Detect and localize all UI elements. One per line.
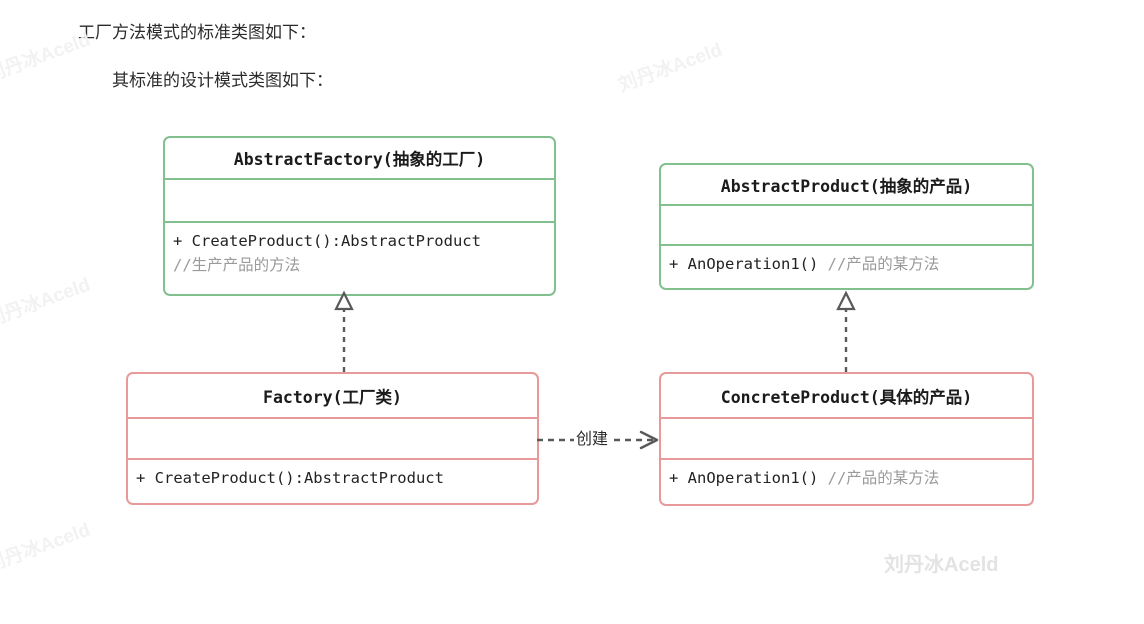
class-methods-compartment: + AnOperation1() //产品的某方法	[661, 246, 1032, 288]
class-attributes-compartment	[661, 419, 1032, 460]
method-signature: + CreateProduct():AbstractProduct	[136, 469, 444, 487]
uml-class-concrete-product[interactable]: ConcreteProduct(具体的产品) + AnOperation1() …	[659, 372, 1034, 506]
class-attributes-compartment	[165, 180, 554, 223]
method-signature: + AnOperation1()	[669, 469, 828, 487]
class-attributes-compartment	[128, 419, 537, 460]
class-title: ConcreteProduct(具体的产品)	[661, 374, 1032, 419]
class-methods-compartment: + CreateProduct():AbstractProduct	[128, 460, 537, 503]
watermark: 刘丹冰Aceld	[0, 274, 94, 332]
method-comment: //产品的某方法	[827, 469, 940, 487]
uml-class-factory[interactable]: Factory(工厂类) + CreateProduct():AbstractP…	[126, 372, 539, 505]
edge-label-create: 创建	[574, 425, 611, 449]
method-signature: + AnOperation1()	[669, 255, 828, 273]
class-methods-compartment: + AnOperation1() //产品的某方法	[661, 460, 1032, 504]
watermark: 刘丹冰Aceld	[884, 554, 999, 576]
heading-line-1: 工厂方法模式的标准类图如下：	[78, 23, 316, 42]
method-signature: + CreateProduct():AbstractProduct	[173, 232, 481, 250]
class-title: AbstractFactory(抽象的工厂)	[165, 138, 554, 180]
open-arrowhead	[639, 430, 659, 450]
watermark: 刘丹冰Aceld	[0, 519, 94, 577]
realization-edge-concrete-product-to-abstract-product	[836, 290, 856, 372]
realization-edge-factory-to-abstract-factory	[334, 290, 354, 372]
class-attributes-compartment	[661, 206, 1032, 246]
class-title: Factory(工厂类)	[128, 374, 537, 419]
method-comment: //产品的某方法	[827, 255, 940, 273]
class-methods-compartment: + CreateProduct():AbstractProduct //生产产品…	[165, 223, 554, 294]
uml-class-abstract-product[interactable]: AbstractProduct(抽象的产品) + AnOperation1() …	[659, 163, 1034, 290]
uml-class-abstract-factory[interactable]: AbstractFactory(抽象的工厂) + CreateProduct()…	[163, 136, 556, 296]
method-comment: //生产产品的方法	[173, 255, 301, 274]
watermark: 刘丹冰Aceld	[615, 39, 726, 97]
hollow-triangle-arrowhead	[836, 290, 856, 311]
heading-line-2: 其标准的设计模式类图如下：	[112, 71, 333, 90]
class-title: AbstractProduct(抽象的产品)	[661, 165, 1032, 206]
